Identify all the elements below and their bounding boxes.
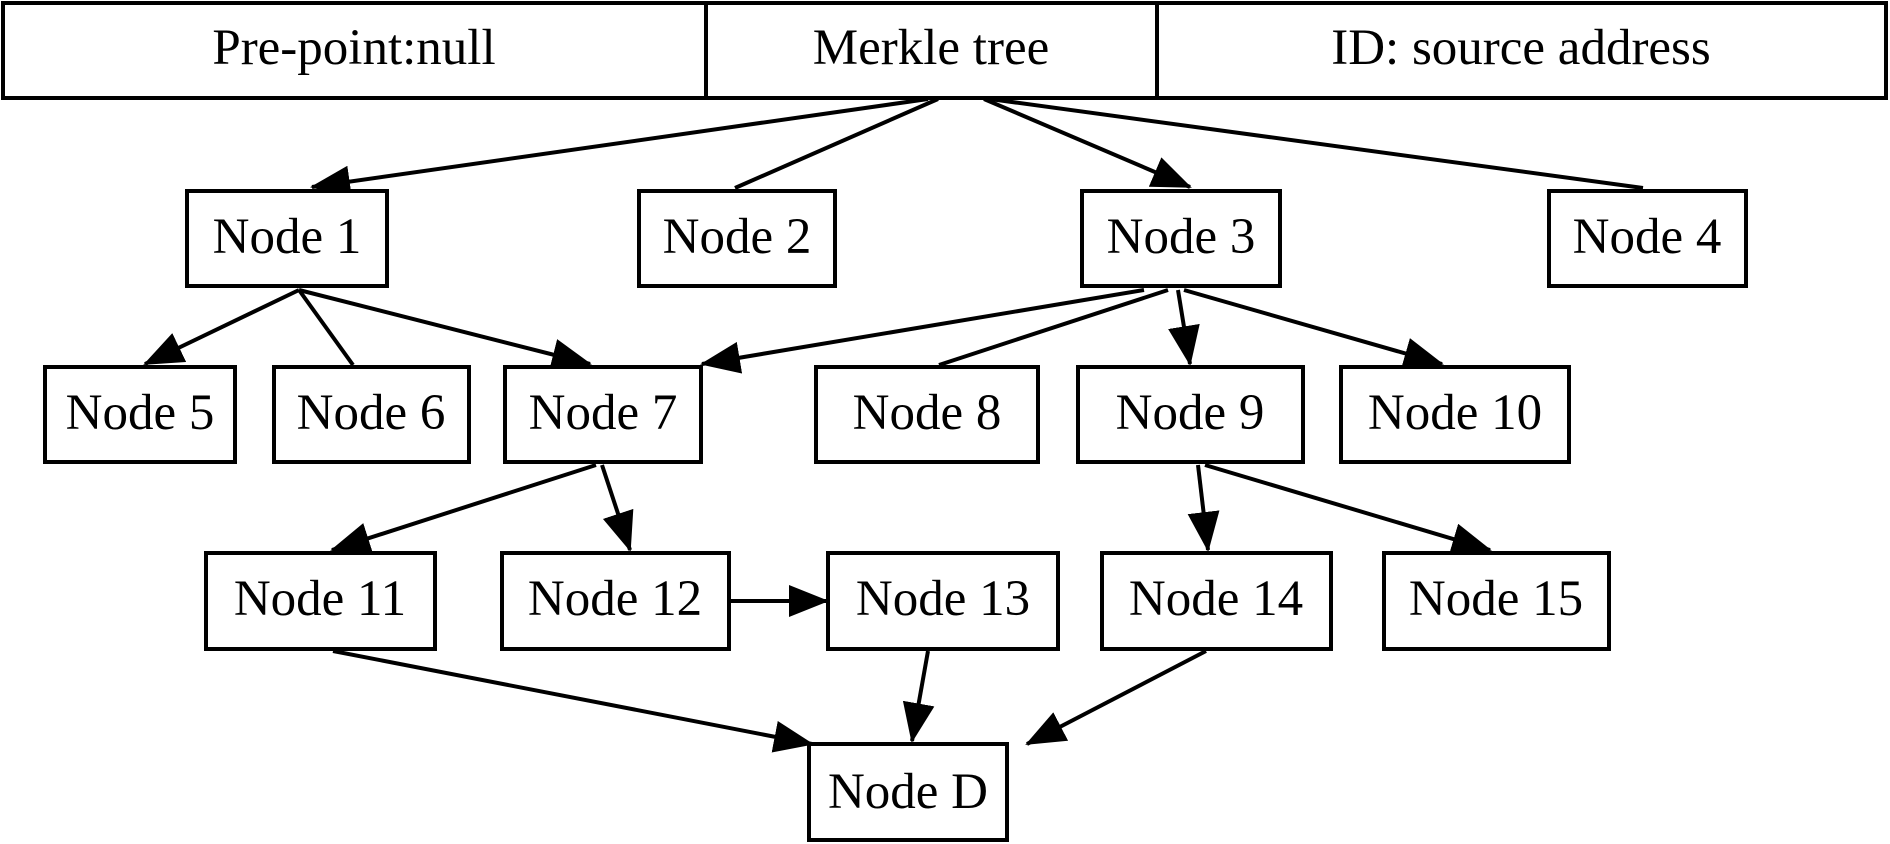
node-13-box [826, 551, 1060, 651]
node-9-box [1076, 365, 1305, 464]
edge-n1-to-n6 [297, 288, 355, 367]
node-6-label: Node 6 [297, 385, 446, 441]
node-13-label: Node 13 [856, 571, 1030, 627]
edge-n3-to-n9 [1168, 289, 1200, 366]
node-15-box [1382, 551, 1611, 651]
edge-n9-to-n14 [1187, 464, 1220, 552]
node-14-box [1100, 551, 1333, 651]
node-7: Node 7 [503, 365, 703, 464]
edge-n13-to-nD [902, 650, 935, 743]
node-10-label: Node 10 [1368, 385, 1542, 441]
node-1-box [185, 189, 389, 288]
node-11-box [204, 551, 437, 651]
edge-merkle-tree-to-n3 [983, 97, 1192, 189]
header-cell-pre-point-label: Pre-point:null [212, 20, 495, 76]
node-12-label: Node 12 [528, 571, 702, 627]
node-8: Node 8 [814, 365, 1040, 464]
header-cell-id [1155, 1, 1888, 100]
edge-n3-to-n10 [1183, 288, 1444, 369]
node-9-label: Node 9 [1116, 385, 1265, 441]
edge-n9-to-n15 [1204, 463, 1492, 555]
node-4-box [1547, 189, 1748, 288]
node-8-box [814, 365, 1040, 464]
node-14: Node 14 [1100, 551, 1333, 651]
header-cell-id-label: ID: source address [1331, 20, 1711, 76]
node-d-box [807, 742, 1009, 842]
node-10-box [1339, 365, 1571, 464]
header-bar: Pre-point:null Merkle tree ID: source ad… [1, 1, 1888, 100]
node-3-label: Node 3 [1107, 209, 1256, 265]
node-2: Node 2 [637, 189, 837, 288]
node-4: Node 4 [1547, 189, 1748, 288]
edge-n1-to-n5 [143, 288, 300, 366]
node-11-label: Node 11 [234, 571, 406, 627]
node-13: Node 13 [826, 551, 1060, 651]
node-3: Node 3 [1080, 189, 1282, 288]
edge-n11-to-nD [332, 649, 814, 753]
node-4-label: Node 4 [1573, 209, 1722, 265]
node-9: Node 9 [1076, 365, 1305, 464]
node-5-label: Node 5 [66, 385, 215, 441]
header-cell-merkle-tree-label: Merkle tree [813, 20, 1049, 76]
node-14-label: Node 14 [1129, 571, 1303, 627]
edge-n7-to-n11 [330, 463, 597, 554]
edges [143, 97, 1644, 753]
node-1-label: Node 1 [213, 209, 362, 265]
node-3-box [1080, 189, 1282, 288]
node-7-box [503, 365, 703, 464]
node-12-box [500, 551, 731, 651]
edge-n14-to-nD [1025, 649, 1207, 746]
edge-n7-to-n12 [600, 464, 634, 552]
node-6: Node 6 [272, 365, 471, 464]
node-2-label: Node 2 [663, 209, 812, 265]
node-11: Node 11 [204, 551, 437, 651]
node-6-box [272, 365, 471, 464]
node-2-box [637, 189, 837, 288]
node-15-label: Node 15 [1409, 571, 1583, 627]
node-5-box [43, 365, 237, 464]
node-8-label: Node 8 [853, 385, 1002, 441]
edge-merkle-tree-to-n2 [734, 97, 939, 190]
edge-n3-to-n7 [700, 288, 1145, 374]
header-cell-pre-point [1, 1, 708, 100]
edge-n1-to-n7 [298, 288, 592, 371]
edge-n3-to-n8 [938, 288, 1169, 367]
node-d: Node D [807, 742, 1009, 842]
node-10: Node 10 [1339, 365, 1571, 464]
node-7-label: Node 7 [529, 385, 678, 441]
node-15: Node 15 [1382, 551, 1611, 651]
edge-merkle-tree-to-n1 [310, 97, 929, 198]
node-12: Node 12 [500, 551, 731, 651]
node-1: Node 1 [185, 189, 389, 288]
node-d-label: Node D [828, 764, 988, 820]
node-5: Node 5 [43, 365, 237, 464]
header-cell-merkle-tree [704, 1, 1159, 100]
edge-merkle-tree-to-n4 [989, 97, 1644, 190]
